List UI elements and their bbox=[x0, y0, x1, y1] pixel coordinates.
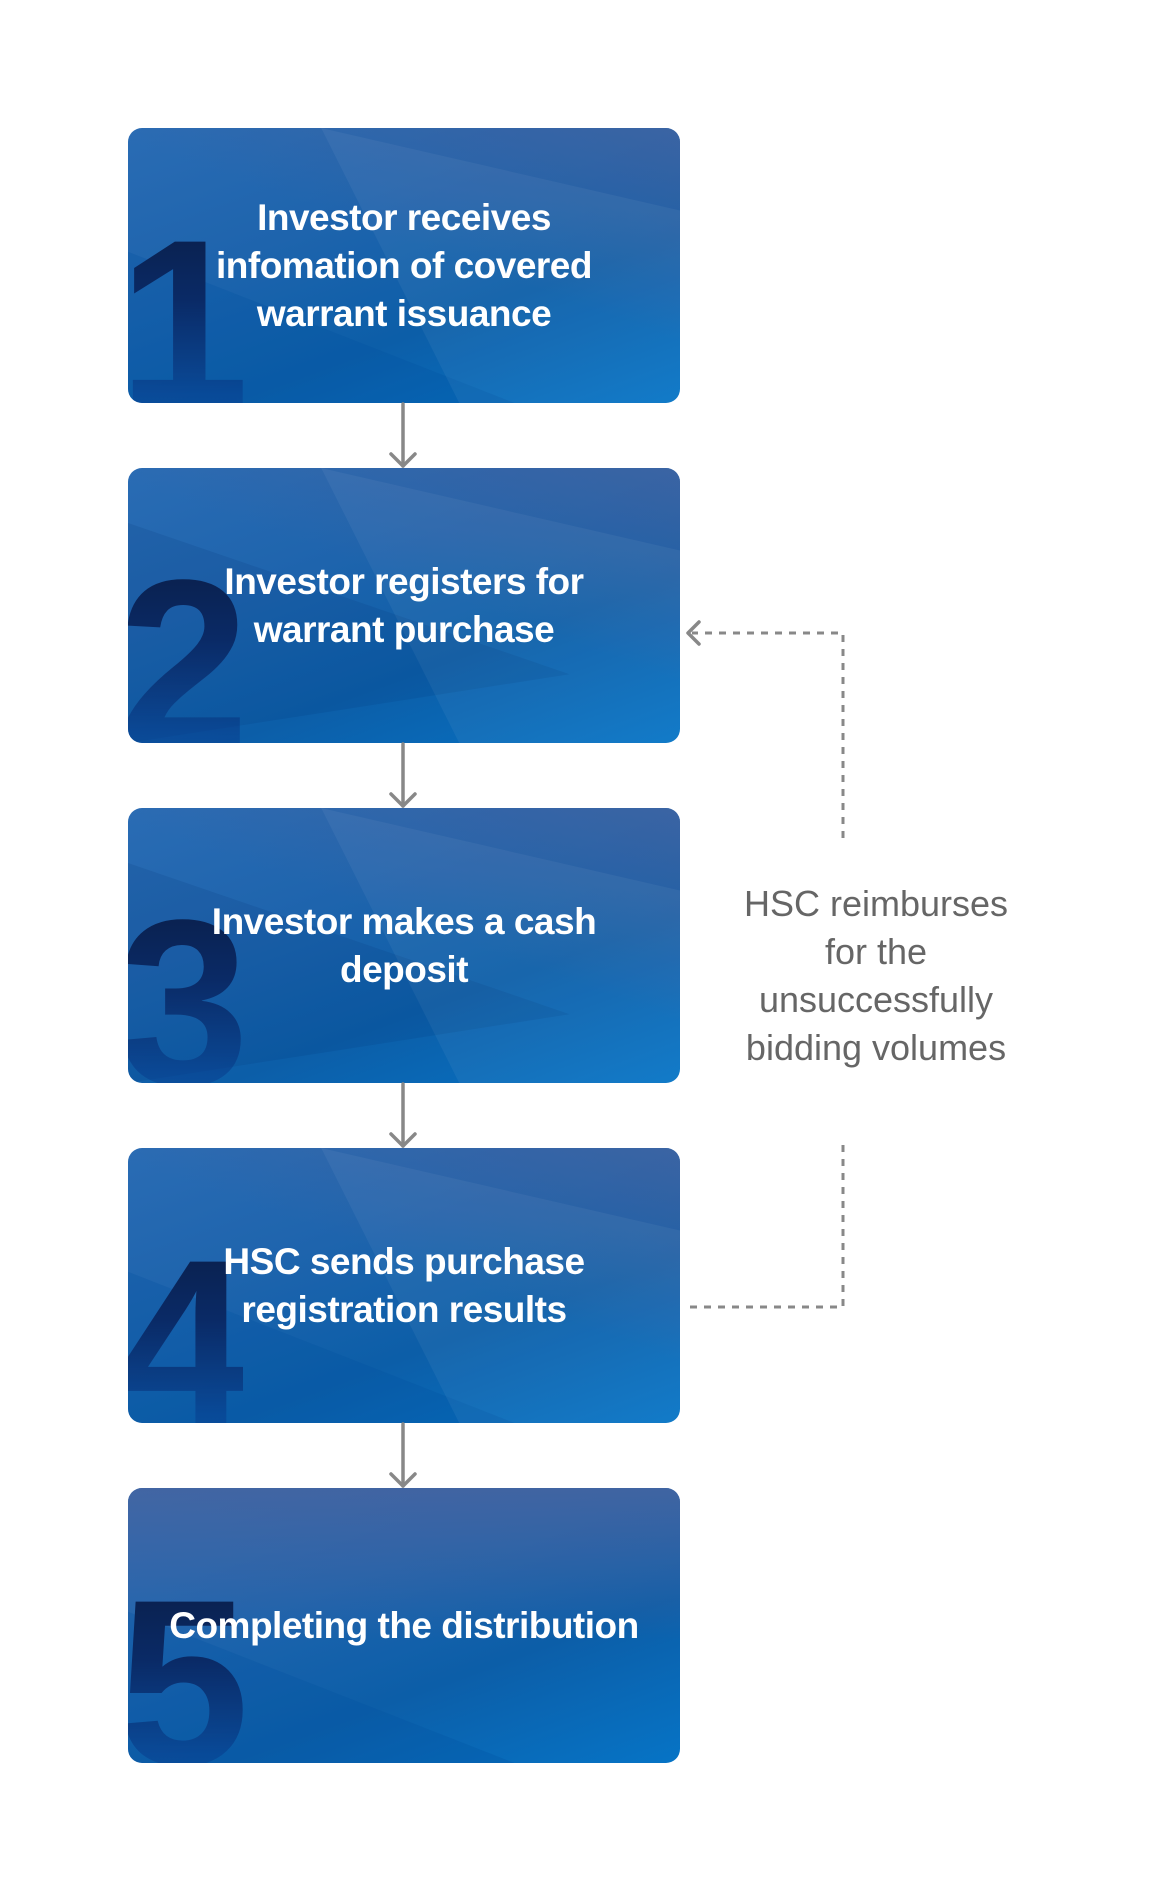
arrow-4-to-5 bbox=[389, 1422, 417, 1488]
step-box-5: 5 Completing the distribution bbox=[128, 1488, 680, 1763]
step-label: Investor receives infomation of covered … bbox=[216, 196, 592, 334]
step-label: Completing the distribution bbox=[169, 1604, 639, 1646]
step-box-4: 4 HSC sends purchase registration result… bbox=[128, 1148, 680, 1423]
step-box-2: 2 Investor registers for warrant purchas… bbox=[128, 468, 680, 743]
feedback-line-upper bbox=[692, 631, 845, 838]
arrow-1-to-2 bbox=[389, 402, 417, 468]
feedback-note-line: bidding volumes bbox=[745, 1027, 1007, 1068]
step-box-1: 1 Investor receives infomation of covere… bbox=[128, 128, 680, 403]
step-number: 2 bbox=[128, 545, 249, 743]
step-label: Investor registers for warrant purchase bbox=[224, 560, 584, 650]
step-number: 4 bbox=[128, 1225, 249, 1423]
feedback-note-line: for the bbox=[824, 931, 928, 972]
step-label: Investor makes a cash deposit bbox=[211, 900, 597, 990]
feedback-note-line: unsuccessfully bbox=[758, 979, 994, 1020]
arrowhead-left-icon bbox=[686, 620, 701, 646]
feedback-note: HSC reimburses for the unsuccessfully bi… bbox=[716, 880, 1036, 1072]
feedback-line-lower bbox=[690, 1145, 845, 1309]
step-box-3: 3 Investor makes a cash deposit bbox=[128, 808, 680, 1083]
step-number: 5 bbox=[128, 1565, 249, 1763]
feedback-note-line: HSC reimburses bbox=[743, 883, 1009, 924]
arrow-3-to-4 bbox=[389, 1082, 417, 1148]
step-label: HSC sends purchase registration results bbox=[223, 1240, 585, 1330]
arrow-2-to-3 bbox=[389, 742, 417, 808]
step-number: 1 bbox=[128, 205, 249, 403]
step-number: 3 bbox=[128, 885, 249, 1083]
